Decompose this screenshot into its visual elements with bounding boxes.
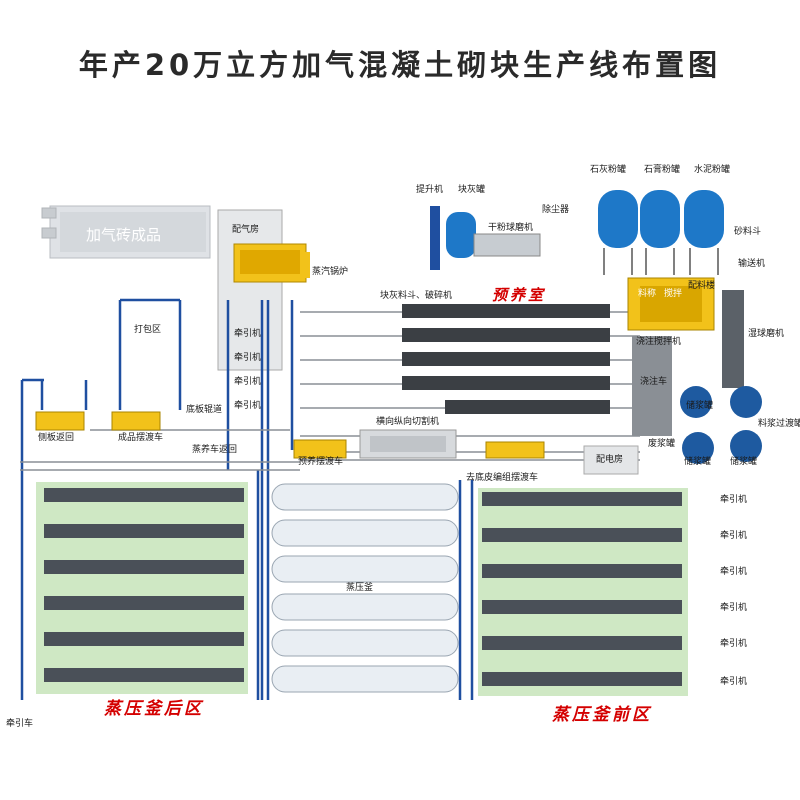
zone-front-area <box>478 488 688 696</box>
cure-car-return-label: 蒸养车返回 <box>192 445 238 455</box>
power-room-box <box>583 445 639 475</box>
autoclave-label: 蒸压釜 <box>346 583 374 593</box>
pour-car-label: 浇注车 <box>640 377 668 387</box>
hoist-label: 提升机 <box>416 185 444 195</box>
tractor-label-1: 牵引机 <box>234 329 262 339</box>
tractor-label-4: 牵引机 <box>234 401 262 411</box>
tractor-label-3: 牵引机 <box>234 377 262 387</box>
product-ferry-label: 成品摆渡车 <box>118 433 164 443</box>
dry-mill-label: 干粉球磨机 <box>488 223 534 233</box>
tractor-car-label: 牵引车 <box>6 719 34 729</box>
cutter-machine <box>359 429 457 459</box>
limestone-silo-label: 石灰粉罐 <box>590 165 627 175</box>
wet-mill-body <box>722 290 744 388</box>
precure-molds <box>402 304 610 414</box>
front-zone-blocks <box>482 492 682 686</box>
front-tractor-4: 牵引机 <box>720 603 748 613</box>
silo-legs <box>603 248 719 275</box>
wet-mill-label: 湿球磨机 <box>748 329 785 339</box>
grouping-ferry-label: 去底皮编组摆渡车 <box>466 473 539 483</box>
page-title: 年产20万立方加气混凝土砌块生产线布置图 <box>78 48 722 82</box>
waste-slurry-label: 废浆罐 <box>648 439 676 449</box>
blue-rails <box>20 298 474 700</box>
front-tractor-3: 牵引机 <box>720 567 748 577</box>
batching-floor-label: 配料楼 <box>688 281 716 291</box>
autoclaves <box>271 483 459 693</box>
side-return-label: 侧板返回 <box>38 433 75 443</box>
floor-rails <box>20 429 640 471</box>
batching-building <box>627 277 715 331</box>
lime-bin-label: 块灰罐 <box>458 185 486 195</box>
product-storage-label: 加气砖成品 <box>86 226 162 244</box>
ferry-cars <box>35 411 545 459</box>
slurry-tank-label: 储浆罐 <box>686 401 714 411</box>
dry-ball-mill <box>473 233 541 257</box>
zone-back-title: 蒸压釜后区 <box>104 699 204 719</box>
pouring-label: 浇注搅拌机 <box>636 337 682 347</box>
boiler-label: 蒸汽锅炉 <box>312 267 349 277</box>
mixing-label: 搅拌 <box>664 289 683 299</box>
front-tractor-6: 牵引机 <box>720 677 748 687</box>
gypsum-silo-label: 石膏粉罐 <box>644 165 681 175</box>
storage-tank-2-label: 储浆罐 <box>730 457 758 467</box>
front-tractor-5: 牵引机 <box>720 639 748 649</box>
gas-room-building <box>217 209 310 371</box>
zone-front-title: 蒸压釜前区 <box>552 705 652 725</box>
tractor-label-2: 牵引机 <box>234 353 262 363</box>
pour-track <box>632 336 672 436</box>
zone-back-area <box>36 482 248 694</box>
gas-room-label: 配气房 <box>232 225 260 235</box>
packing-label: 打包区 <box>134 325 162 335</box>
batching-label: 料称 <box>638 289 657 299</box>
dust-collector-label: 除尘器 <box>542 205 570 215</box>
hoist-tower <box>430 206 440 270</box>
precure-room-title: 预养室 <box>492 286 547 304</box>
lime-crusher-label: 块灰料斗、破碎机 <box>380 291 453 301</box>
back-zone-blocks <box>44 488 244 682</box>
cement-silo-label: 水泥粉罐 <box>694 165 731 175</box>
storage-tank-1-label: 储浆罐 <box>684 457 712 467</box>
power-room-label: 配电房 <box>596 455 624 465</box>
slurry-tanks <box>680 386 762 464</box>
front-tractor-2: 牵引机 <box>720 531 748 541</box>
precure-ferry-label: 预养摆渡车 <box>298 457 344 467</box>
silos <box>446 190 724 258</box>
cutter-label: 横向纵向切割机 <box>376 417 440 427</box>
sand-hopper-label: 砂料斗 <box>734 227 762 237</box>
conveyor-label: 输送机 <box>738 259 766 269</box>
slurry-transfer-label: 料浆过渡罐 <box>758 419 800 429</box>
product-storage <box>41 205 211 259</box>
bottom-rail-label: 底板辊道 <box>186 405 223 415</box>
front-tractor-1: 牵引机 <box>720 495 748 505</box>
